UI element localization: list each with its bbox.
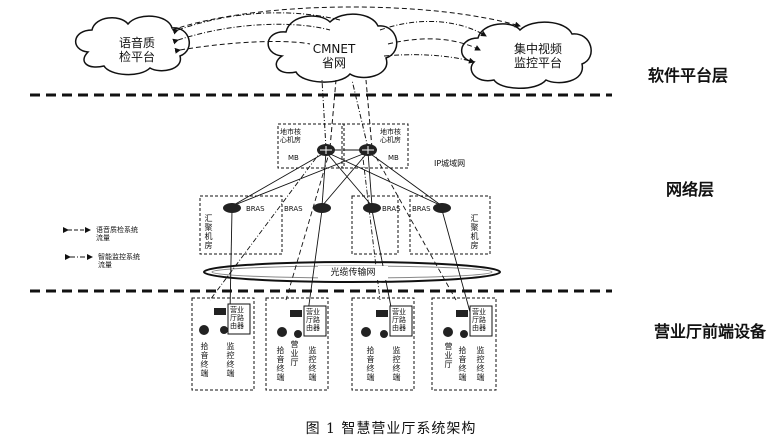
hall-2-monitor-label: 监控终端 bbox=[308, 346, 317, 382]
bras-label-4: BRAS bbox=[412, 205, 431, 213]
ip-metro-label: IP城域网 bbox=[434, 159, 466, 168]
hall-1-pickup-label: 拾音终端 bbox=[200, 342, 209, 378]
voice-cloud bbox=[75, 15, 190, 76]
hall-2-hall-label: 营业厅 bbox=[290, 340, 299, 367]
layer-label-software: 软件平台层 bbox=[648, 66, 729, 85]
convergence-room-left-box bbox=[199, 195, 283, 255]
core-room-right-box bbox=[341, 123, 409, 169]
voice-platform-label: 语音质 检平台 bbox=[118, 36, 155, 64]
hall-terminal-icons bbox=[199, 308, 468, 338]
layer-label-network: 网络层 bbox=[666, 180, 715, 199]
legend-voice-label: 语音质检系统 流量 bbox=[96, 226, 138, 242]
convergence-room-right-box bbox=[409, 195, 491, 255]
mb-right-label: MB bbox=[388, 154, 399, 162]
hall-boxes bbox=[191, 297, 497, 391]
figure-caption: 图 1 智慧营业厅系统架构 bbox=[305, 421, 477, 437]
cloud-traffic-lines bbox=[171, 6, 521, 64]
optical-network-label: 光缆传输网 bbox=[318, 266, 388, 280]
bras-label-2: BRAS bbox=[284, 205, 303, 213]
hall-4-monitor-label: 监控终端 bbox=[476, 346, 485, 382]
convergence-room-right-label: 汇聚机房 bbox=[470, 214, 479, 250]
core-room-right-label: 地市核 心机房 bbox=[380, 128, 401, 144]
optical-network-ring bbox=[203, 261, 501, 283]
layer-label-frontend: 营业厅前端设备 bbox=[654, 322, 767, 341]
cmnet-cloud bbox=[267, 13, 398, 83]
bras-router-3 bbox=[363, 203, 381, 213]
network-links bbox=[209, 149, 471, 313]
hall-2-pickup-label: 拾音终端 bbox=[276, 346, 285, 382]
legend-video-label: 智能监控系统 流量 bbox=[98, 253, 140, 269]
core-router-right bbox=[359, 144, 377, 156]
core-room-left-box bbox=[277, 123, 345, 169]
hall-router-boxes bbox=[227, 303, 493, 337]
video-platform-label: 集中视频 监控平台 bbox=[513, 42, 562, 70]
cmnet-label: CMNET 省网 bbox=[312, 42, 356, 70]
hall-3-router-label: 营业 厅路 由器 bbox=[392, 308, 406, 332]
bras-router-4 bbox=[433, 203, 451, 213]
core-router-left bbox=[317, 144, 335, 156]
convergence-room-mid-box bbox=[351, 195, 399, 255]
hall-4-hall-label: 营业厅 bbox=[444, 342, 453, 369]
hall-4-router-label: 营业 厅路 由器 bbox=[472, 308, 486, 332]
convergence-room-left-label: 汇聚机房 bbox=[204, 214, 213, 250]
hall-3-pickup-label: 拾音终端 bbox=[366, 346, 375, 382]
hall-4-pickup-label: 拾音终端 bbox=[458, 346, 467, 382]
bras-router-1 bbox=[223, 203, 241, 213]
bras-router-2 bbox=[313, 203, 331, 213]
core-room-left-label: 地市核 心机房 bbox=[280, 128, 301, 144]
uplink-lines bbox=[321, 79, 373, 151]
hall-1-router-label: 营业 厅路 由器 bbox=[230, 306, 244, 330]
mb-left-label: MB bbox=[288, 154, 299, 162]
bras-label-3: BRAS bbox=[382, 205, 401, 213]
bras-label-1: BRAS bbox=[246, 205, 265, 213]
hall-1-monitor-label: 监控终端 bbox=[226, 342, 235, 378]
hall-3-monitor-label: 监控终端 bbox=[392, 346, 401, 382]
hall-2-router-label: 营业 厅路 由器 bbox=[306, 308, 320, 332]
